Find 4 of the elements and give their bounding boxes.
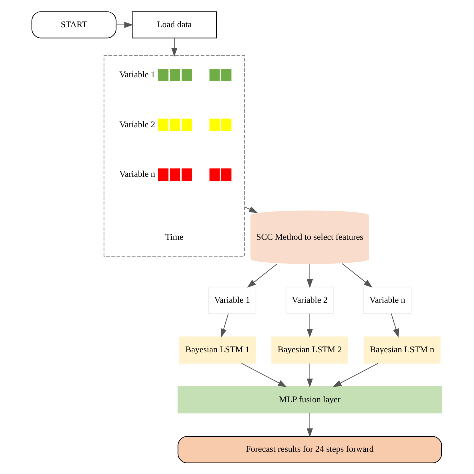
node-label: Variable n bbox=[120, 168, 156, 179]
label: Time bbox=[165, 231, 184, 242]
node-label: Variable 1 bbox=[120, 69, 156, 80]
node-label: Variable 2 bbox=[120, 118, 156, 129]
